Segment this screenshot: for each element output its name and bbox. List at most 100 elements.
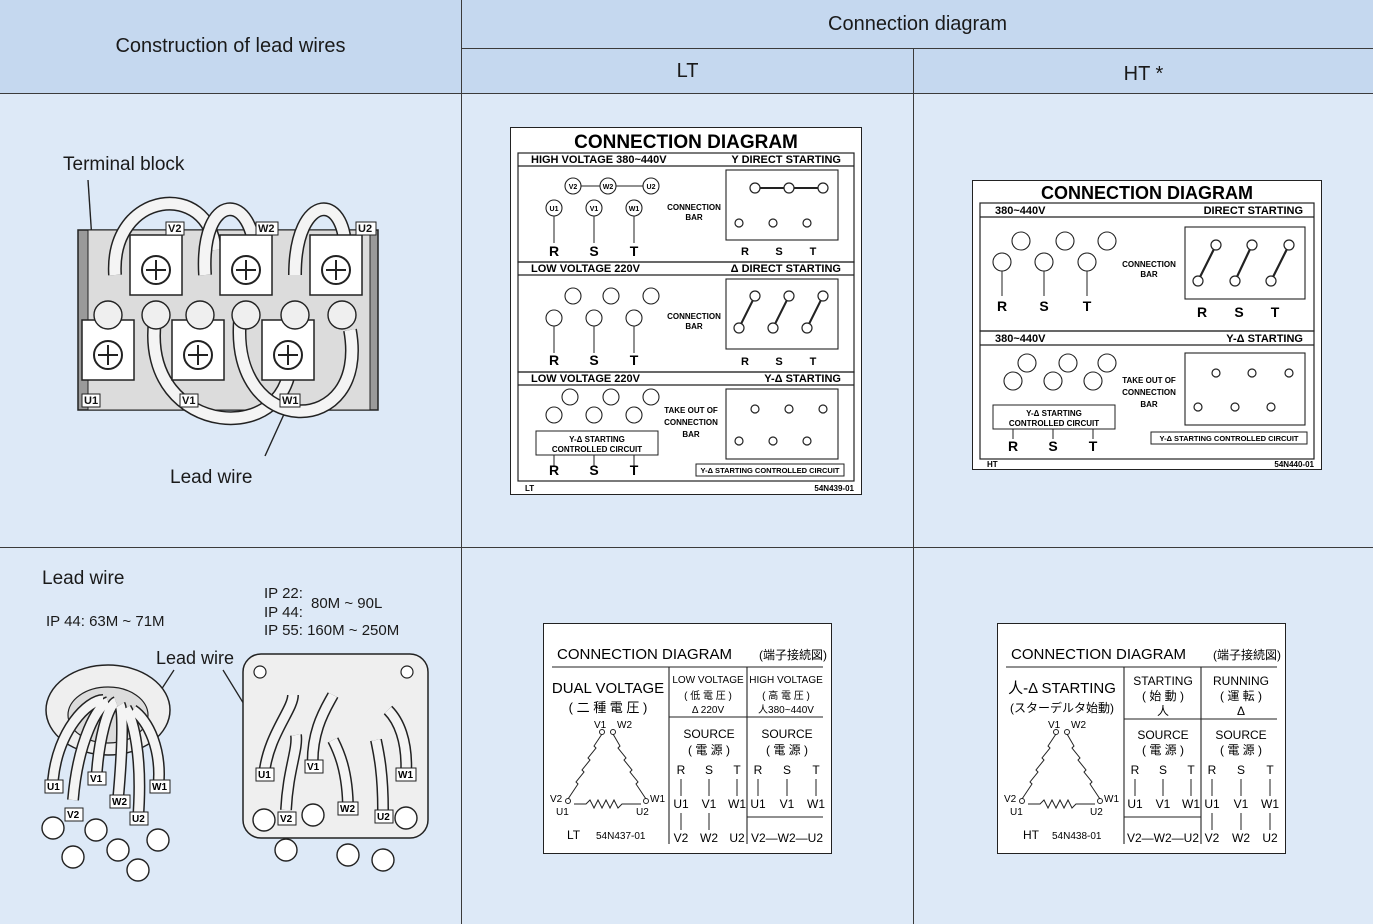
grid-line: [0, 93, 1373, 94]
ht-s2: S: [1048, 438, 1057, 454]
header-ht: HT *: [914, 49, 1373, 93]
lt-strip-t: T: [810, 246, 817, 258]
ht-row-b-2: W2: [1232, 831, 1250, 845]
ht-take-out-1: TAKE OUT OF: [1122, 376, 1176, 385]
header-ht-text: HT *: [1123, 62, 1164, 85]
terminal-tag-w1: W1: [282, 395, 299, 407]
ht-plate-title: CONNECTION DIAGRAM: [1041, 183, 1253, 203]
ht-t: T: [1083, 298, 1092, 314]
lt-row-a-1: U1: [673, 797, 689, 811]
ht-src-s2: S: [1237, 763, 1245, 777]
lead-wire-drawing: U1 V2 V1 W2 U2 W1: [41, 653, 429, 882]
lt-start-ctrl-2: CONTROLLED CIRCUIT: [552, 445, 642, 454]
ht-source-2: SOURCE: [1215, 728, 1266, 742]
lt-high-val: 人380~440V: [758, 704, 814, 716]
ht-row-a-5: V1: [1234, 797, 1249, 811]
ht-tri-w1: W1: [1104, 794, 1119, 805]
lt-src-s2: S: [783, 763, 791, 777]
big-tag-v2: V2: [280, 814, 293, 825]
ht-starting: STARTING: [1133, 674, 1193, 688]
lt-strip-s: S: [775, 246, 782, 258]
big-tag-w2: W2: [340, 804, 355, 815]
ht-starting-jp: ( 始 動 ): [1142, 689, 1184, 703]
terminal-tag-u2: U2: [358, 223, 372, 235]
lt-take-out-1: TAKE OUT OF: [664, 406, 718, 415]
lt-row-b-3: U2: [729, 831, 745, 845]
grid-line: [0, 547, 1373, 548]
big-tag-w1: W1: [398, 770, 413, 781]
lt-node-v2: V2: [569, 184, 578, 191]
lt-conn-bar-2: BAR: [685, 213, 703, 222]
lt-dual-footer-left: LT: [567, 828, 581, 842]
lt-take-out-2: CONNECTION: [664, 418, 718, 427]
lt-tri-w2: W2: [617, 720, 632, 731]
lt-row-a-5: V1: [780, 797, 795, 811]
lt-plate-title: CONNECTION DIAGRAM: [574, 132, 798, 153]
lt-section2-left: LOW VOLTAGE 220V: [531, 263, 641, 275]
lt-high-voltage: HIGH VOLTAGE: [749, 675, 823, 686]
ht-source-1: SOURCE: [1137, 728, 1188, 742]
terminal-tag-v1: V1: [182, 395, 195, 407]
big-tag-u1: U1: [258, 770, 271, 781]
lt-dual-svg: CONNECTION DIAGRAM (端子接続図) DUAL VOLTAGE …: [550, 646, 827, 845]
ht-row-a-3: W1: [1182, 797, 1200, 811]
ht-ctrl-circuit-box: Y-Δ STARTING CONTROLLED CIRCUIT: [1160, 434, 1299, 443]
lt-row-a-6: W1: [807, 797, 825, 811]
lt-source-1: SOURCE: [683, 727, 734, 741]
lt-r2: R: [549, 352, 559, 368]
grid-line: [462, 48, 1373, 49]
ht-tri-v2: V2: [1004, 794, 1017, 805]
lt-take-out-3: BAR: [682, 430, 700, 439]
lt-row-a-2: V1: [702, 797, 717, 811]
ht-tri-u2: U2: [1090, 807, 1103, 818]
lt-tri-u2: U2: [636, 807, 649, 818]
big-tag-v1: V1: [307, 762, 320, 773]
ht-connection-plate: CONNECTION DIAGRAM 380~440V DIRECT START…: [972, 180, 1322, 470]
lt-node-u1: U1: [550, 206, 559, 213]
ht-strip-s: S: [1234, 304, 1243, 320]
lt-source-2-jp: ( 電 源 ): [766, 743, 808, 757]
terminal-tag-u1: U1: [84, 395, 98, 407]
terminal-tag-v2: V2: [168, 223, 181, 235]
row2-ip-line-1: IP 22:: [264, 585, 303, 602]
lt-low-voltage-jp: ( 低 電 圧 ): [684, 689, 732, 702]
ht-source-1-jp: ( 電 源 ): [1142, 743, 1184, 757]
lt-chain: V2—W2—U2: [751, 831, 823, 845]
ht-row-b-1: V2: [1205, 831, 1220, 845]
small-tag-v1: V1: [90, 774, 103, 785]
lt-high-voltage-jp: ( 高 電 圧 ): [762, 689, 810, 702]
ht-r: R: [997, 298, 1007, 314]
ht-section1-left: 380~440V: [995, 205, 1046, 217]
ht-section2-right: Y-Δ STARTING: [1226, 333, 1303, 345]
header-connection: Connection diagram: [462, 0, 1373, 48]
lt-strip-s2: S: [775, 356, 782, 368]
ht-star-title-jp: (端子接続図): [1213, 647, 1281, 662]
lt-dual-title-jp: (端子接続図): [759, 647, 827, 662]
ht-running-jp: ( 運 転 ): [1220, 689, 1262, 703]
lt-r: R: [549, 243, 559, 259]
ht-row-a-4: U1: [1204, 797, 1220, 811]
header-construction: Construction of lead wires: [0, 0, 461, 93]
lt-dual-title: CONNECTION DIAGRAM: [557, 646, 732, 663]
small-tag-u2: U2: [132, 814, 145, 825]
lt-row-a-4: U1: [750, 797, 766, 811]
ht-strip-t: T: [1271, 304, 1280, 320]
lt-footer-left: LT: [525, 484, 534, 493]
lt-start-ctrl-1: Y-Δ STARTING: [569, 435, 625, 444]
ht-footer-right: 54N440-01: [1274, 460, 1314, 469]
lt-node-v1: V1: [590, 206, 599, 213]
lt-ctrl-circuit-box: Y-Δ STARTING CONTROLLED CIRCUIT: [701, 466, 840, 475]
lt-row-a-3: W1: [728, 797, 746, 811]
ht-star-delta-plate: CONNECTION DIAGRAM (端子接続図) 人-Δ STARTING …: [997, 623, 1286, 854]
lt-src-t2: T: [812, 763, 820, 777]
ht-conn-bar-1: CONNECTION: [1122, 260, 1176, 269]
lt-node-w1: W1: [629, 206, 640, 213]
lt-node-w2: W2: [603, 184, 614, 191]
lt-strip-r2: R: [741, 356, 749, 368]
row2-lead-wire-callout: Lead wire: [156, 648, 235, 668]
ht-tri-v1: V1: [1048, 720, 1061, 731]
lt-connection-plate: CONNECTION DIAGRAM HIGH VOLTAGE 380~440V…: [510, 127, 862, 495]
lt-row-b-1: V2: [674, 831, 689, 845]
ht-src-r2: R: [1208, 763, 1217, 777]
